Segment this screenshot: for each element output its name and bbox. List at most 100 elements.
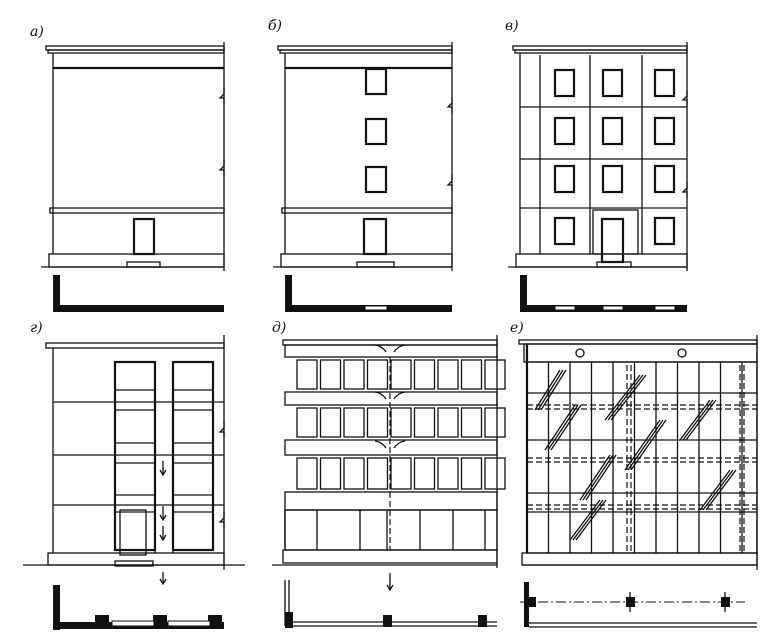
d-window (460, 359, 483, 390)
e-glass-hatch (579, 454, 611, 501)
v-door (600, 217, 625, 264)
v-window (601, 164, 624, 194)
a-step (126, 261, 161, 268)
v-window (553, 216, 576, 246)
b-step (356, 261, 395, 268)
arrow (374, 344, 387, 353)
e-curtain-wall (526, 361, 758, 554)
d-window (413, 457, 436, 490)
b-floor-band (281, 207, 453, 214)
break-line (681, 182, 688, 198)
d-window (484, 457, 506, 490)
d-window (296, 457, 318, 490)
e-plan-column (528, 597, 536, 607)
a-plinth (48, 253, 225, 268)
plan-arrow-head (159, 578, 167, 586)
d-window (366, 457, 389, 490)
e-glass-hatch (544, 404, 576, 451)
break-line (218, 88, 225, 104)
v-window (553, 116, 576, 146)
panel-label-d: д) (272, 320, 286, 336)
a-door (132, 217, 156, 256)
d-window (296, 407, 318, 438)
b-window (364, 117, 388, 146)
e-glass-hatch (682, 399, 714, 441)
d-window (319, 359, 342, 390)
panel-label-v: в) (505, 18, 519, 34)
window-in-plan (554, 305, 576, 311)
b-window (364, 165, 388, 194)
a-cornice (47, 49, 225, 54)
v-step (596, 261, 632, 268)
e-plinth (521, 552, 758, 566)
e-plan-wall (524, 582, 529, 627)
arrow (374, 391, 387, 400)
d-spandrel-band (284, 344, 498, 358)
d-window (366, 359, 389, 390)
d-cornice (282, 339, 498, 346)
arrow (393, 440, 406, 449)
e-glass-hatch (537, 369, 564, 411)
break-line (446, 175, 453, 191)
d-plan-corner (285, 612, 293, 628)
d-window (413, 407, 436, 438)
panel-label-g: г) (30, 320, 43, 336)
e-glass-hatch (627, 419, 664, 471)
break-line (218, 160, 225, 176)
arrow-head (159, 469, 167, 477)
e-glass-hatch (540, 369, 567, 411)
g-plan-pier (95, 615, 109, 629)
e-glass-hatch (624, 419, 661, 471)
panel-label-e: е) (510, 320, 524, 336)
d-window (390, 457, 412, 490)
e-glass-hatch (569, 499, 601, 541)
d-plinth (282, 549, 498, 564)
d-window (460, 407, 483, 438)
e-glass-hatch (572, 499, 604, 541)
break-line (218, 512, 225, 528)
d-window (343, 359, 365, 390)
d-window (343, 407, 365, 438)
window-in-plan (602, 305, 624, 311)
g-plan-wall (53, 585, 60, 630)
d-window (390, 407, 412, 438)
v-cornice (514, 49, 688, 54)
e-glass-hatch (610, 374, 647, 421)
d-spandrel-band (284, 491, 498, 511)
v-window (553, 164, 576, 194)
v-plan-wall (520, 275, 527, 312)
arrow-head (159, 514, 167, 522)
d-window (366, 407, 389, 438)
d-window (319, 457, 342, 490)
d-plan-column (478, 615, 487, 627)
g-door (119, 509, 147, 556)
break-line (218, 422, 225, 438)
e-fascia (523, 343, 758, 363)
break-line (446, 97, 453, 113)
v-window (601, 68, 624, 98)
d-spandrel-band (284, 391, 498, 406)
d-plan-column (383, 615, 392, 627)
e-glass-hatch (534, 369, 561, 411)
plan-arrow-head (386, 584, 394, 592)
g-plan-pier (153, 615, 167, 629)
d-window (390, 359, 412, 390)
e-glass-hatch (582, 454, 614, 501)
e-glass-hatch (705, 469, 737, 511)
arrow (393, 344, 406, 353)
window-in-plan (111, 620, 155, 627)
d-spandrel-band (284, 439, 498, 456)
arrow (374, 440, 387, 449)
window-in-plan (654, 305, 676, 311)
e-glass-hatch (604, 374, 641, 421)
window-in-plan (167, 620, 211, 627)
window-in-plan (364, 305, 388, 311)
v-window (601, 116, 624, 146)
a-plan-wall (53, 275, 60, 312)
g-plan-pier (208, 615, 222, 629)
a-floor-band (49, 207, 225, 214)
e-vent-circle (575, 348, 585, 358)
e-glass-hatch (630, 419, 667, 471)
e-vent-circle (677, 348, 687, 358)
